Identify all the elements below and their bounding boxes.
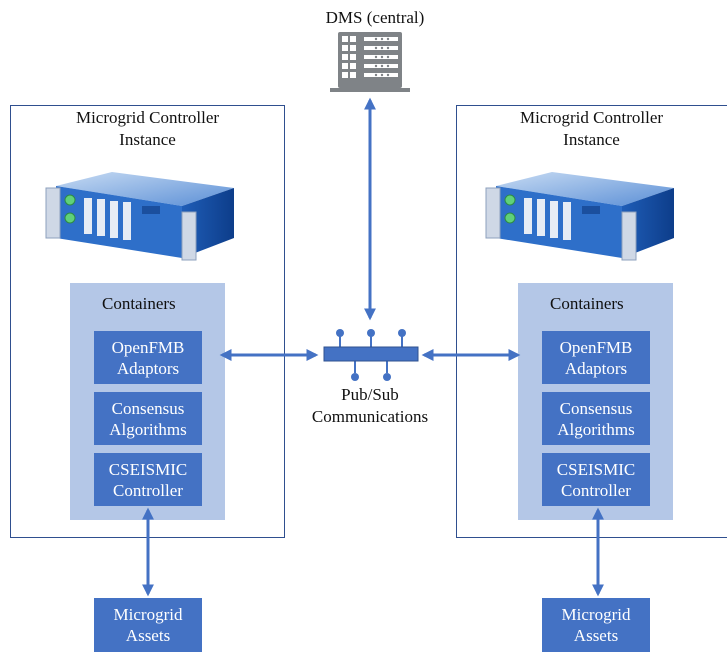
module-cseismic-controller-left: CSEISMIC Controller (94, 453, 202, 506)
module-openfmb-adaptors-right: OpenFMB Adaptors (542, 331, 650, 384)
server-rack-icon (330, 32, 410, 92)
server-icon-right (485, 172, 674, 261)
containers-label-left: Containers (102, 294, 176, 313)
module-consensus-algorithms-right: Consensus Algorithms (542, 392, 650, 445)
controller-title-right: Microgrid Controller Instance (519, 108, 664, 149)
dms-label: DMS (central) (325, 8, 425, 27)
microgrid-assets-left: Microgrid Assets (94, 598, 202, 652)
module-openfmb-adaptors-left: OpenFMB Adaptors (94, 331, 202, 384)
server-icon-left (45, 172, 234, 261)
module-cseismic-controller-right: CSEISMIC Controller (542, 453, 650, 506)
containers-label-right: Containers (550, 294, 624, 313)
module-consensus-algorithms-left: Consensus Algorithms (94, 392, 202, 445)
microgrid-assets-right: Microgrid Assets (542, 598, 650, 652)
pubsub-label: Pub/Sub Communications (311, 385, 429, 426)
controller-title-left: Microgrid Controller Instance (75, 108, 220, 149)
network-hub-icon (323, 329, 419, 381)
